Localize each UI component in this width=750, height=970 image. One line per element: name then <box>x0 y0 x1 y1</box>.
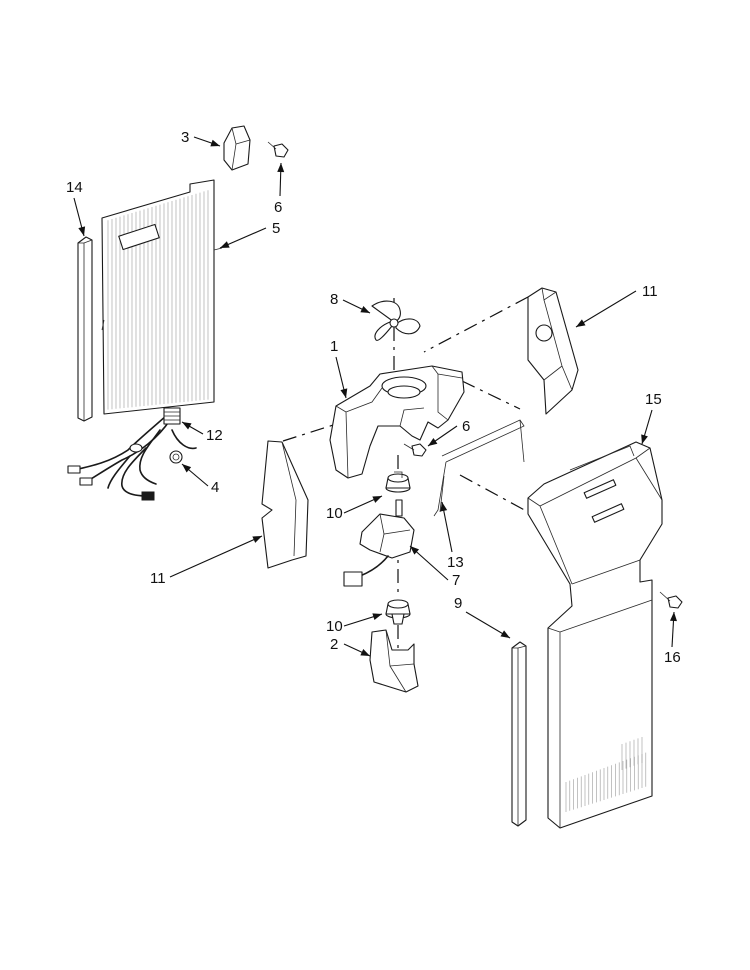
leader-10-lower <box>343 613 383 627</box>
leader-3 <box>193 136 221 147</box>
leader-3-arrowhead <box>210 139 220 147</box>
gasket-strip-left <box>77 236 93 422</box>
leader-lines <box>73 136 677 657</box>
callout-1: 1 <box>330 338 338 355</box>
leader-4-arrowhead <box>182 464 192 473</box>
screw-middle <box>403 443 427 457</box>
rear-panel <box>101 179 223 415</box>
callout-2: 2 <box>330 636 338 653</box>
callout-6-top: 6 <box>274 199 282 216</box>
screw-right <box>659 591 683 609</box>
fan-housing <box>329 365 465 479</box>
bracket-cap <box>223 125 251 171</box>
air-duct-cover <box>527 441 663 829</box>
callout-6-mid: 6 <box>462 418 470 435</box>
leader-10-upper <box>343 495 383 514</box>
callout-13: 13 <box>447 554 464 571</box>
callout-15: 15 <box>645 391 662 408</box>
leader-13-arrowhead <box>440 502 448 512</box>
screw-top <box>267 141 289 158</box>
leader-16-arrowhead <box>669 612 677 622</box>
leader-9 <box>465 611 511 639</box>
leader-9-arrowhead <box>500 630 510 638</box>
leader-11-left <box>169 535 263 578</box>
callout-9: 9 <box>454 595 462 612</box>
leader-14 <box>73 197 86 237</box>
grommet-lower <box>385 599 411 625</box>
callout-16: 16 <box>664 649 681 666</box>
leader-1 <box>335 356 348 399</box>
leader-6-top-arrowhead <box>277 163 285 173</box>
leader-12 <box>181 421 204 435</box>
leader-13 <box>440 501 453 553</box>
leader-10-lower-arrowhead <box>372 613 382 621</box>
callout-10-lower: 10 <box>326 618 343 635</box>
wire-bracket <box>433 419 525 517</box>
leader-2-arrowhead <box>360 649 370 656</box>
leader-15 <box>641 409 653 445</box>
leader-7 <box>409 545 449 581</box>
callout-5: 5 <box>272 220 280 237</box>
leader-5-arrowhead <box>220 241 230 248</box>
callout-12: 12 <box>206 427 223 444</box>
callout-8: 8 <box>330 291 338 308</box>
callout-14: 14 <box>66 179 83 196</box>
callout-3: 3 <box>181 129 189 146</box>
fan-blade <box>371 300 421 341</box>
leader-12-arrowhead <box>182 422 192 430</box>
leader-6-top <box>277 162 285 197</box>
leader-14-arrowhead <box>78 226 86 236</box>
leader-11-left-arrowhead <box>252 536 262 543</box>
motor-mount <box>369 629 419 693</box>
gasket-strip-right <box>511 641 527 827</box>
leader-4 <box>181 463 209 487</box>
leader-8 <box>342 299 371 314</box>
callout-10-upper: 10 <box>326 505 343 522</box>
leader-10-upper-arrowhead <box>372 496 382 503</box>
leader-6-mid <box>427 425 458 447</box>
insulation-right <box>527 287 579 415</box>
grommet-upper <box>385 471 411 493</box>
insulation-left <box>261 440 309 569</box>
leader-5 <box>219 227 267 249</box>
fan-motor <box>343 499 415 587</box>
callout-11-left: 11 <box>150 570 166 587</box>
leader-11-right-arrowhead <box>576 319 586 327</box>
leader-7-arrowhead <box>410 546 420 555</box>
leader-16 <box>669 611 677 648</box>
callout-11-right: 11 <box>642 283 658 300</box>
callout-7: 7 <box>452 572 460 589</box>
leader-15-arrowhead <box>641 434 648 444</box>
callout-4: 4 <box>211 479 219 496</box>
leader-11-right <box>575 290 637 328</box>
leader-8-arrowhead <box>360 305 370 313</box>
callout-labels: 3 6 14 5 12 4 8 1 6 11 11 10 7 13 10 2 9… <box>66 129 681 666</box>
leader-2 <box>343 643 371 657</box>
leader-6-mid-arrowhead <box>428 438 438 446</box>
wire-harness <box>67 407 197 501</box>
leader-1-arrowhead <box>340 388 348 398</box>
